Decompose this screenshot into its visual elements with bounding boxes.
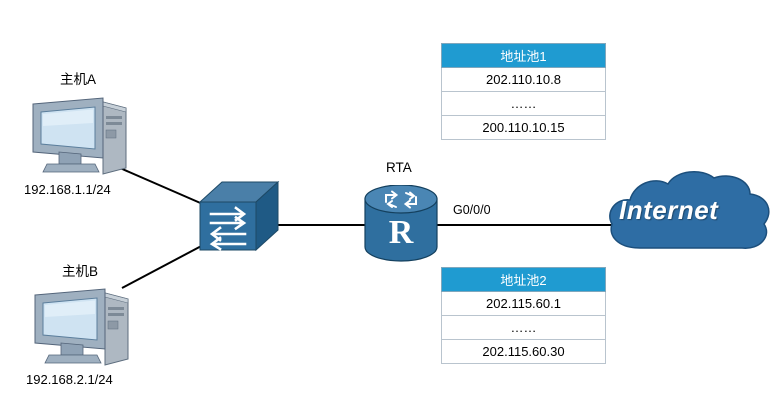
router-label: RTA	[386, 160, 412, 175]
host-a-ip-label: 192.168.1.1/24	[24, 182, 111, 197]
address-pool-1-header: 地址池1	[441, 43, 606, 68]
address-pool-1-table: 地址池1 202.110.10.8 …… 200.110.10.15	[441, 43, 606, 140]
table-row: 202.115.60.30	[441, 339, 606, 364]
internet-cloud-icon	[609, 171, 770, 249]
table-row: ……	[441, 91, 606, 116]
host-b-ip-label: 192.168.2.1/24	[26, 372, 113, 387]
switch-icon	[198, 180, 280, 252]
router-icon: R	[364, 185, 438, 262]
host-a-icon	[32, 97, 127, 175]
svg-text:R: R	[389, 214, 414, 251]
host-a-label: 主机A	[60, 72, 97, 87]
host-b-label: 主机B	[62, 264, 99, 279]
host-b-icon	[34, 288, 129, 366]
table-row: ……	[441, 315, 606, 340]
table-row: 200.110.10.15	[441, 115, 606, 140]
router-interface-label: G0/0/0	[453, 203, 491, 217]
address-pool-2-header: 地址池2	[441, 267, 606, 292]
address-pool-2-table: 地址池2 202.115.60.1 …… 202.115.60.30	[441, 267, 606, 364]
internet-label: Internet	[619, 195, 719, 225]
table-row: 202.110.10.8	[441, 67, 606, 92]
table-row: 202.115.60.1	[441, 291, 606, 316]
